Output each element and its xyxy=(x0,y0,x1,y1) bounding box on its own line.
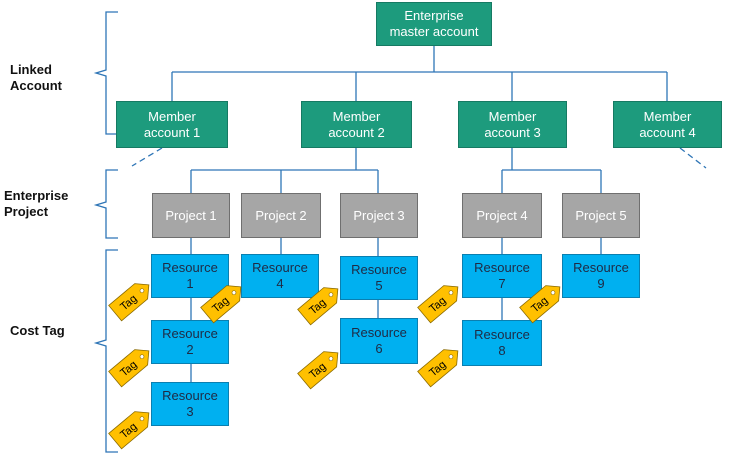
tag-icon: Tag xyxy=(108,349,150,388)
tag-icon: Tag xyxy=(297,287,339,326)
tag-icon: Tag xyxy=(200,285,242,324)
project-3-box: Project 3 xyxy=(340,193,418,238)
tag-icon: Tag xyxy=(519,285,561,324)
project-2-box: Project 2 xyxy=(241,193,321,238)
tag-icon: Tag xyxy=(417,349,459,388)
tag-icon: Tag xyxy=(297,351,339,390)
project-1-box: Project 1 xyxy=(152,193,230,238)
tag-icon: Tag xyxy=(108,283,150,322)
project-5-box: Project 5 xyxy=(562,193,640,238)
tag-icon: Tag xyxy=(417,285,459,324)
project-4-box: Project 4 xyxy=(462,193,542,238)
cost-tag-label: Cost Tag xyxy=(10,323,65,338)
tag-icon: Tag xyxy=(108,411,150,450)
